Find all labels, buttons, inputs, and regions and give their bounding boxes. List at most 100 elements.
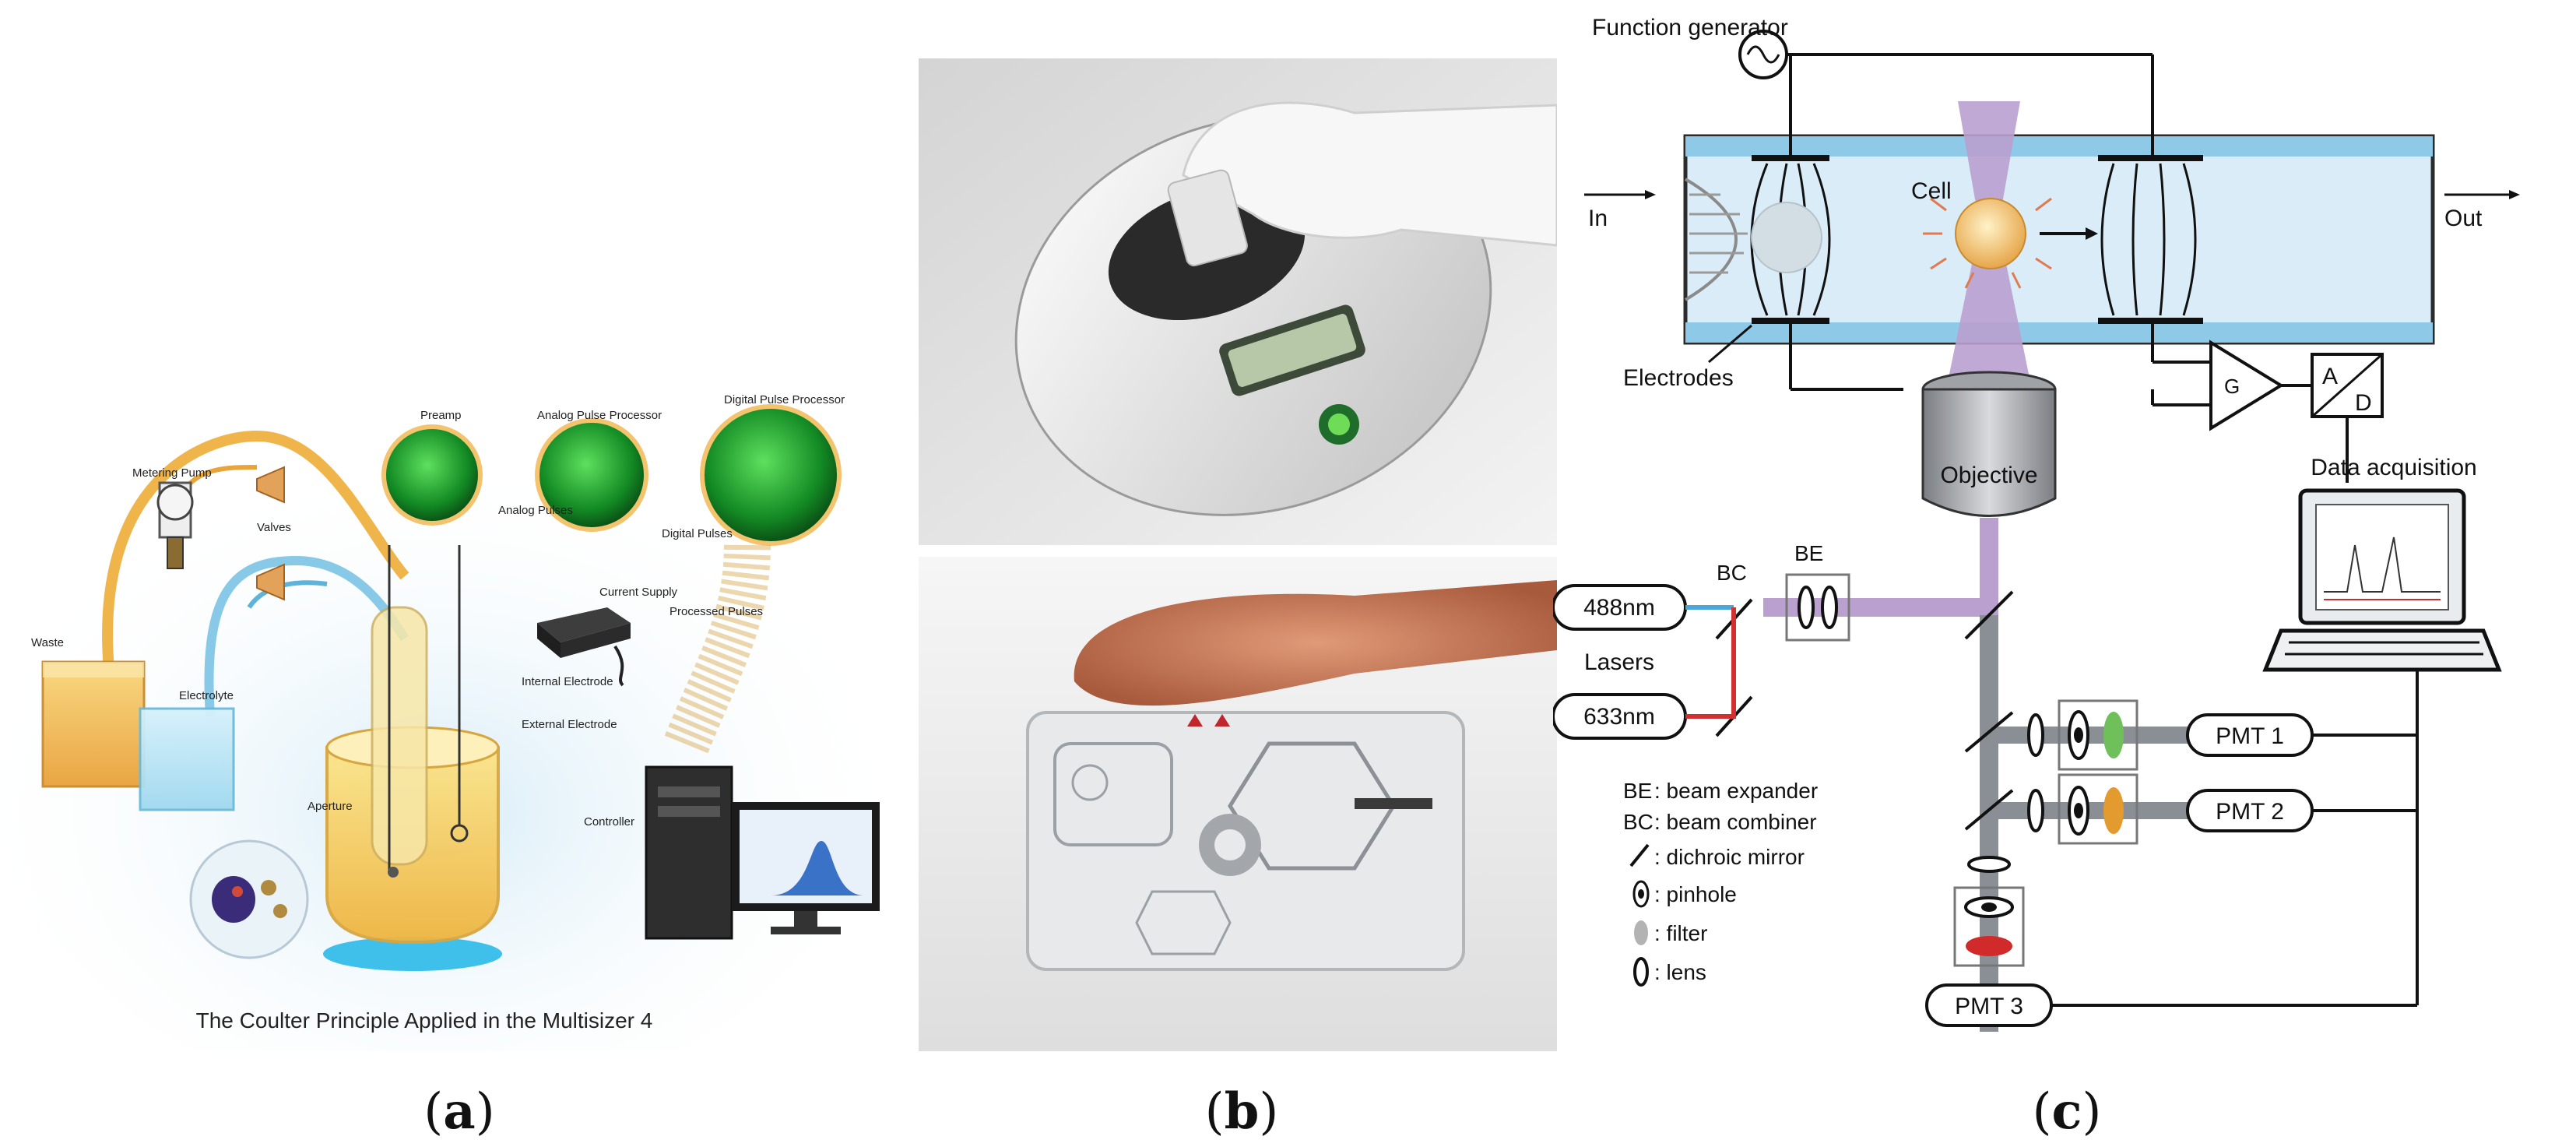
waste-label: Waste (31, 636, 64, 649)
sine-wave-icon (1746, 45, 1780, 64)
legend-pinhole-text: : pinhole (1654, 882, 1737, 906)
electrolyte-container (139, 707, 235, 811)
panel-a: Metering Pump Valves Waste Electrolyte (0, 0, 919, 1051)
legend-filter-symbol (1634, 920, 1648, 945)
gloved-hand (1167, 101, 1557, 267)
panel-c: G A D Objective 488nm 633nm (1553, 0, 2576, 1059)
electrolyte-tube (204, 555, 409, 717)
analog-pulse-processor-label: Analog Pulse Processor (537, 409, 662, 422)
cell (1955, 198, 2026, 269)
flow-profile-arrows (1689, 193, 1748, 274)
waste-container (41, 660, 146, 788)
point-of-care-device-photos (919, 58, 1557, 1051)
caption-c-letter: c (2051, 1082, 2082, 1141)
pmt2-optics (2027, 773, 2138, 845)
controller-computer (645, 765, 880, 940)
finger (1074, 580, 1557, 706)
legend-dichroic-text: : dichroic mirror (1654, 845, 1805, 869)
laser-488-label: 488nm (1583, 595, 1655, 621)
analog-pulses-label: Analog Pulses (498, 504, 573, 517)
legend-pinhole-dot (1638, 889, 1644, 899)
controller-label: Controller (584, 815, 634, 829)
objective-label: Objective (1940, 463, 2037, 488)
amplifier-label: G (2224, 375, 2240, 398)
sample-beaker (323, 545, 502, 971)
microfluidic-cartridge (1026, 711, 1465, 971)
pmt3-optics (1953, 856, 2025, 967)
ad-diagonal (2311, 353, 2383, 418)
laser-focus-lower (1946, 226, 2032, 389)
digital-pulse-processor-label: Digital Pulse Processor (724, 393, 845, 406)
function-generator-label: Function generator (1592, 15, 1788, 40)
handheld-analyzer (1014, 114, 1492, 516)
electrodes-pointer (1708, 324, 1752, 364)
legend-lens-symbol (1633, 957, 1649, 987)
legend-bc-text: : beam combiner (1654, 810, 1817, 834)
bc-label: BC (1717, 561, 1747, 585)
beam-633 (1685, 607, 1736, 719)
caption-a-letter: a (443, 1082, 476, 1141)
legend-filter-text: : filter (1654, 921, 1707, 945)
pmt3-label: PMT 3 (1955, 994, 2023, 1019)
preamp-label: Preamp (420, 409, 462, 422)
pmt-wiring (2051, 670, 2419, 1007)
channel-wall-top (1685, 136, 2433, 157)
ad-label-a: A (2322, 364, 2338, 389)
channel-wall-bottom (1685, 322, 2433, 343)
data-acquisition-computer (2262, 488, 2502, 672)
panel-b (919, 58, 1557, 1051)
aperture-magnified-view (189, 839, 309, 959)
amplifier (2209, 340, 2284, 431)
ad-label-d: D (2355, 390, 2372, 416)
pmt1-optics (2027, 699, 2138, 771)
cell-direction-arrowhead (2086, 227, 2098, 240)
data-acquisition-label: Data acquisition (2311, 455, 2476, 480)
waste-tube (102, 430, 409, 670)
caption-a: (a) (423, 1082, 495, 1141)
laser-633-label: 633nm (1583, 704, 1655, 730)
metering-pump-label: Metering Pump (132, 466, 212, 480)
beam-expander (1785, 573, 1850, 642)
be-label: BE (1794, 541, 1823, 565)
electrolyte-label: Electrolyte (179, 689, 234, 702)
readout-wiring (1789, 321, 2312, 406)
electrodes-label: Electrodes (1623, 365, 1734, 391)
processed-pulses-label: Processed Pulses (669, 605, 763, 618)
analog-processor-disc (535, 418, 648, 532)
valves-label: Valves (257, 521, 291, 534)
in-label: In (1588, 206, 1608, 231)
generator-wiring (1787, 53, 2154, 158)
in-arrowhead (1645, 190, 1656, 199)
current-supply-label: Current Supply (599, 586, 678, 599)
digital-pulses-label: Digital Pulses (662, 527, 733, 540)
digital-processor-disc (700, 404, 842, 546)
internal-electrode-label: Internal Electrode (522, 675, 613, 688)
pmt2-label: PMT 2 (2216, 799, 2284, 825)
aperture-label: Aperture (308, 800, 353, 813)
legend-bc-symbol: BC (1623, 810, 1653, 834)
field-lines-right (2100, 163, 2197, 316)
legend-dichroic-symbol (1629, 843, 1650, 867)
external-electrode-label: External Electrode (522, 718, 617, 731)
pmt1-label: PMT 1 (2216, 723, 2284, 749)
legend: BE : beam expander BC : beam combiner : … (1623, 779, 1818, 987)
legend-be-symbol: BE (1623, 779, 1652, 803)
coulter-principle-illustration: Metering Pump Valves Waste Electrolyte (0, 393, 880, 1051)
valve-bottom (256, 563, 285, 601)
cell-label: Cell (1911, 178, 1952, 204)
out-arrowhead (2509, 190, 2520, 199)
metering-pump (156, 481, 194, 569)
caption-c: (c) (2032, 1082, 2102, 1141)
flow-cytometry-schematic: G A D Objective 488nm 633nm (1553, 15, 2520, 1032)
valve-top (256, 466, 285, 504)
lasers-label: Lasers (1584, 649, 1654, 675)
out-label: Out (2444, 206, 2483, 231)
beam-gray-vertical (1980, 615, 1998, 1032)
laser-focus-upper (1958, 101, 2020, 226)
panel-a-title: The Coulter Principle Applied in the Mul… (196, 1008, 653, 1033)
legend-be-text: : beam expander (1654, 779, 1818, 803)
objective-lens (1921, 371, 2057, 517)
legend-lens-text: : lens (1654, 960, 1706, 984)
preamp-disc (381, 424, 483, 526)
empty-cell-position (1751, 202, 1822, 273)
